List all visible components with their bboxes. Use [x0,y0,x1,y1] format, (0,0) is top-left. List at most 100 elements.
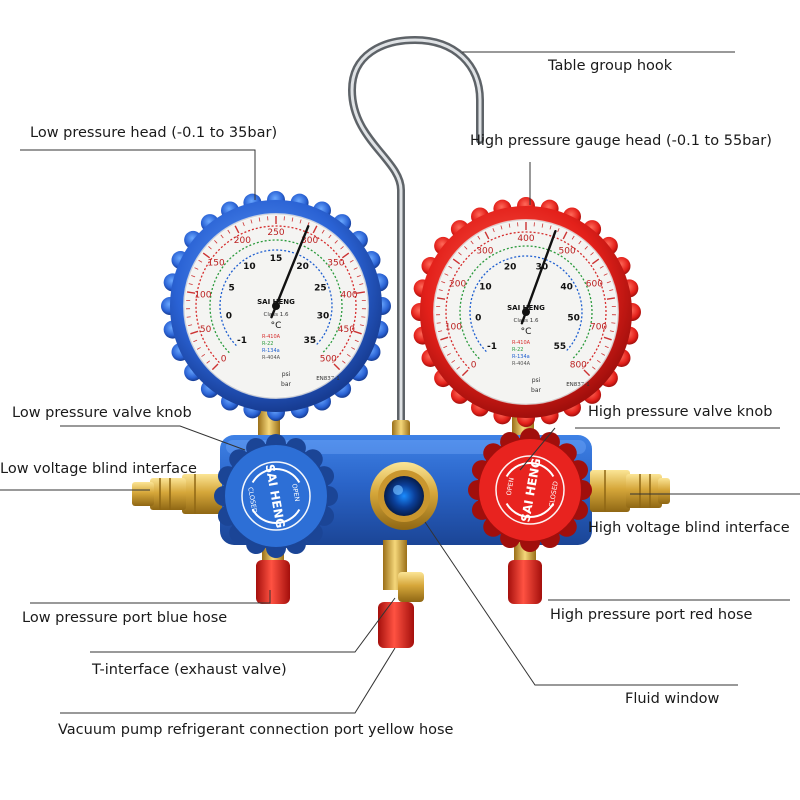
scale-outer-label: 200 [449,280,466,290]
label-table-group-hook: Table group hook [548,58,673,74]
leader-fluid-window [424,521,738,686]
scale-bar-label: 20 [296,262,309,272]
leader-vacuum [60,647,396,714]
gauge-pivot [522,308,530,316]
label-low-blind-interface: Low voltage blind interface [0,461,197,477]
scale-outer-label: 0 [221,354,227,364]
leader-lines [0,51,800,714]
gauge-class: Class 1.6 [514,318,539,324]
gauge-ticks [186,216,366,371]
leader-low-knob [60,425,246,451]
scale-bar-label: 0 [226,311,232,321]
gauge-unit-2: psi [282,371,291,378]
scale-bar-label: -1 [237,336,247,346]
gauge-refrigerant: R-22 [262,341,273,347]
scale-outer-label: 400 [517,234,534,244]
label-high-port-hose: High pressure port red hose [550,607,753,623]
gauge-temp-unit: °C [521,327,532,337]
label-high-pressure-head: High pressure gauge head (-0.1 to 55bar) [470,133,772,149]
knob-arrow-icon [251,508,301,524]
scale-bar-label: -1 [487,342,497,352]
leader-high-knob-diag [519,427,556,471]
label-low-valve-knob: Low pressure valve knob [12,405,192,421]
scale-outer-label: 300 [476,246,493,256]
scale-bar-label: 30 [317,311,330,321]
scale-outer-label: 500 [320,354,337,364]
low-pressure-gauge: 0 50 100 150 200 250 300 350 400 450 500 -1 0 5 10 15 20… [161,191,391,421]
leader-low-hose [30,590,271,604]
gauge-class: Class 1.6 [264,312,289,318]
center-port [378,540,424,648]
high-blind-fitting [590,470,670,512]
gauge-refrigerant: R-404A [262,355,281,361]
scale-bar-label: 10 [243,262,256,272]
scale-bar-label: 10 [479,282,492,292]
scale-outer-label: 50 [200,325,212,335]
scale-bar-label: 40 [560,282,573,292]
scale-outer-label: 700 [590,322,607,332]
high-port [508,540,542,604]
gauge-needle [270,225,310,319]
label-fluid-window: Fluid window [625,691,720,707]
label-vacuum-port: Vacuum pump refrigerant connection port … [58,722,454,738]
scale-bar-label: 0 [475,313,481,323]
label-high-blind-interface: High voltage blind interface [588,520,790,536]
gauge-glass [183,213,369,399]
high-pressure-gauge: 0100200300400500600700800-10102030405055… [411,197,641,427]
gauge-refrigerant: R-404A [512,361,531,367]
temperature-scale-arc-0 [445,231,607,370]
scale-bar-label: 20 [504,263,517,273]
gauge-unit: bar [531,387,541,394]
scale-outer-label: 500 [559,246,576,256]
gauge-refrigerant: R-134a [262,348,280,354]
scale-bar-label: 25 [314,284,327,294]
knob-open-label: OPEN [290,483,301,502]
gauge-pivot [272,302,280,310]
gauge-needle [520,229,557,325]
scale-outer-label: 200 [234,236,251,246]
scale-outer-label: 150 [208,259,225,269]
knob-arrow-icon [505,462,555,478]
gauge-brand: SAI HENG [257,298,295,306]
temperature-scale-arc-0 [195,225,357,364]
gauge-unit-2: psi [532,377,541,384]
gauge-model: EN837-1 [566,382,590,388]
scale-outer-label: 600 [586,280,603,290]
scale-bar-label: 5 [229,284,235,294]
scale-bar-label: 35 [304,336,317,346]
hook-highlight [350,38,482,432]
scale-outer-label: 800 [570,360,587,370]
gauge-refrigerant: R-410A [262,334,281,340]
gauge-brand: SAI HENG [507,304,545,312]
scale-outer-label: 450 [338,325,355,335]
label-low-pressure-head: Low pressure head (-0.1 to 35bar) [30,125,278,141]
scale-outer-label: 250 [267,228,284,238]
label-low-port-hose: Low pressure port blue hose [22,610,228,626]
scale-outer-label: 400 [340,290,357,300]
scale-outer-label: 300 [301,236,318,246]
knob-arrow-icon [505,502,555,518]
scale-outer-label: 100 [445,322,462,332]
label-t-interface: T-interface (exhaust valve) [92,662,287,678]
knob-face[interactable] [241,461,311,531]
scale-bar-label: 15 [270,254,283,264]
fluid-window [370,462,438,530]
knob-face[interactable] [495,455,565,525]
scale-bar-label: 50 [567,313,580,323]
scale-outer-label: 350 [327,259,344,269]
gauge-refrigerant: R-134a [512,354,530,360]
scale-outer-label: 100 [194,290,211,300]
gauge-model: EN837-1 [316,376,340,382]
low-blind-fitting [132,474,222,514]
gauge-refrigerant: R-410A [512,340,531,346]
scale-outer-label: 0 [471,360,477,370]
label-high-valve-knob: High pressure valve knob [588,404,773,420]
gauge-unit: bar [281,381,291,388]
gauge-glass [433,219,619,405]
knob-arrow-icon [251,468,301,484]
gauge-ticks [436,222,616,377]
